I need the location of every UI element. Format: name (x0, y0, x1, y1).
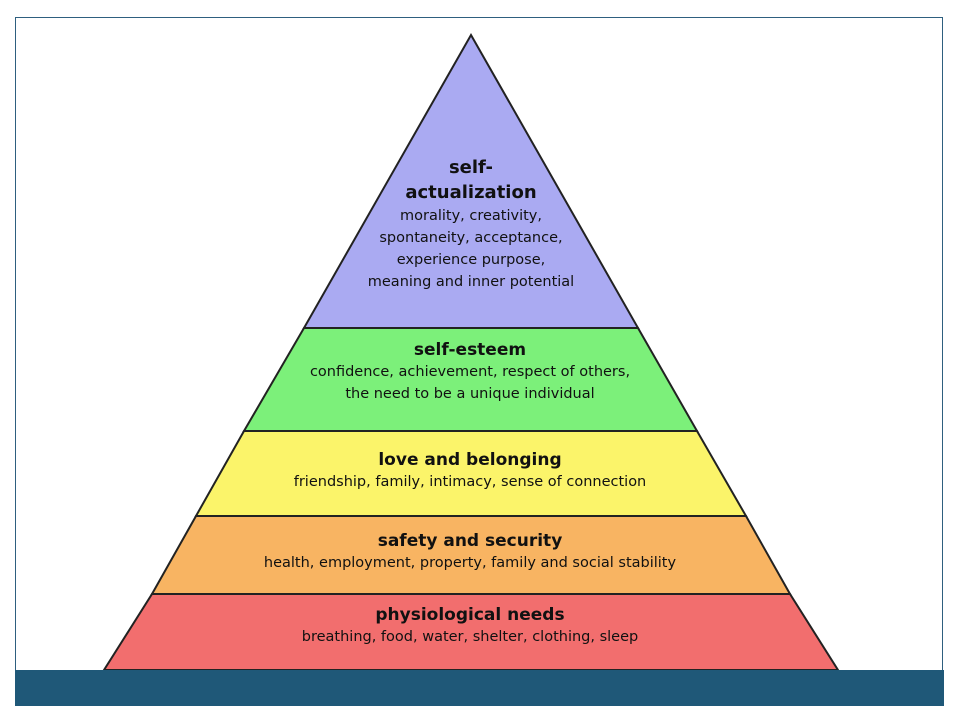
tier-title: self- actualization (405, 157, 537, 203)
tier-description: breathing, food, water, shelter, clothin… (301, 629, 639, 645)
tier-description: health, employment, property, family and… (263, 555, 677, 571)
tier-description: friendship, family, intimacy, sense of c… (293, 474, 647, 490)
tier-title: self-esteem (413, 340, 527, 360)
tier-love-belonging: love and belonging friendship, family, i… (230, 449, 710, 493)
tier-description: confidence, achievement, respect of othe… (309, 364, 631, 402)
tier-description: morality, creativity, spontaneity, accep… (367, 208, 575, 290)
tier-self-actualization: self- actualization morality, creativity… (321, 155, 621, 293)
tier-title: love and belonging (378, 450, 562, 470)
tier-safety-security: safety and security health, employment, … (190, 530, 750, 574)
tier-title: physiological needs (375, 605, 565, 625)
tier-self-esteem: self-esteem confidence, achievement, res… (260, 339, 680, 405)
footer-bar (15, 670, 944, 706)
tier-title: safety and security (377, 531, 563, 551)
tier-physiological: physiological needs breathing, food, wat… (170, 604, 770, 648)
